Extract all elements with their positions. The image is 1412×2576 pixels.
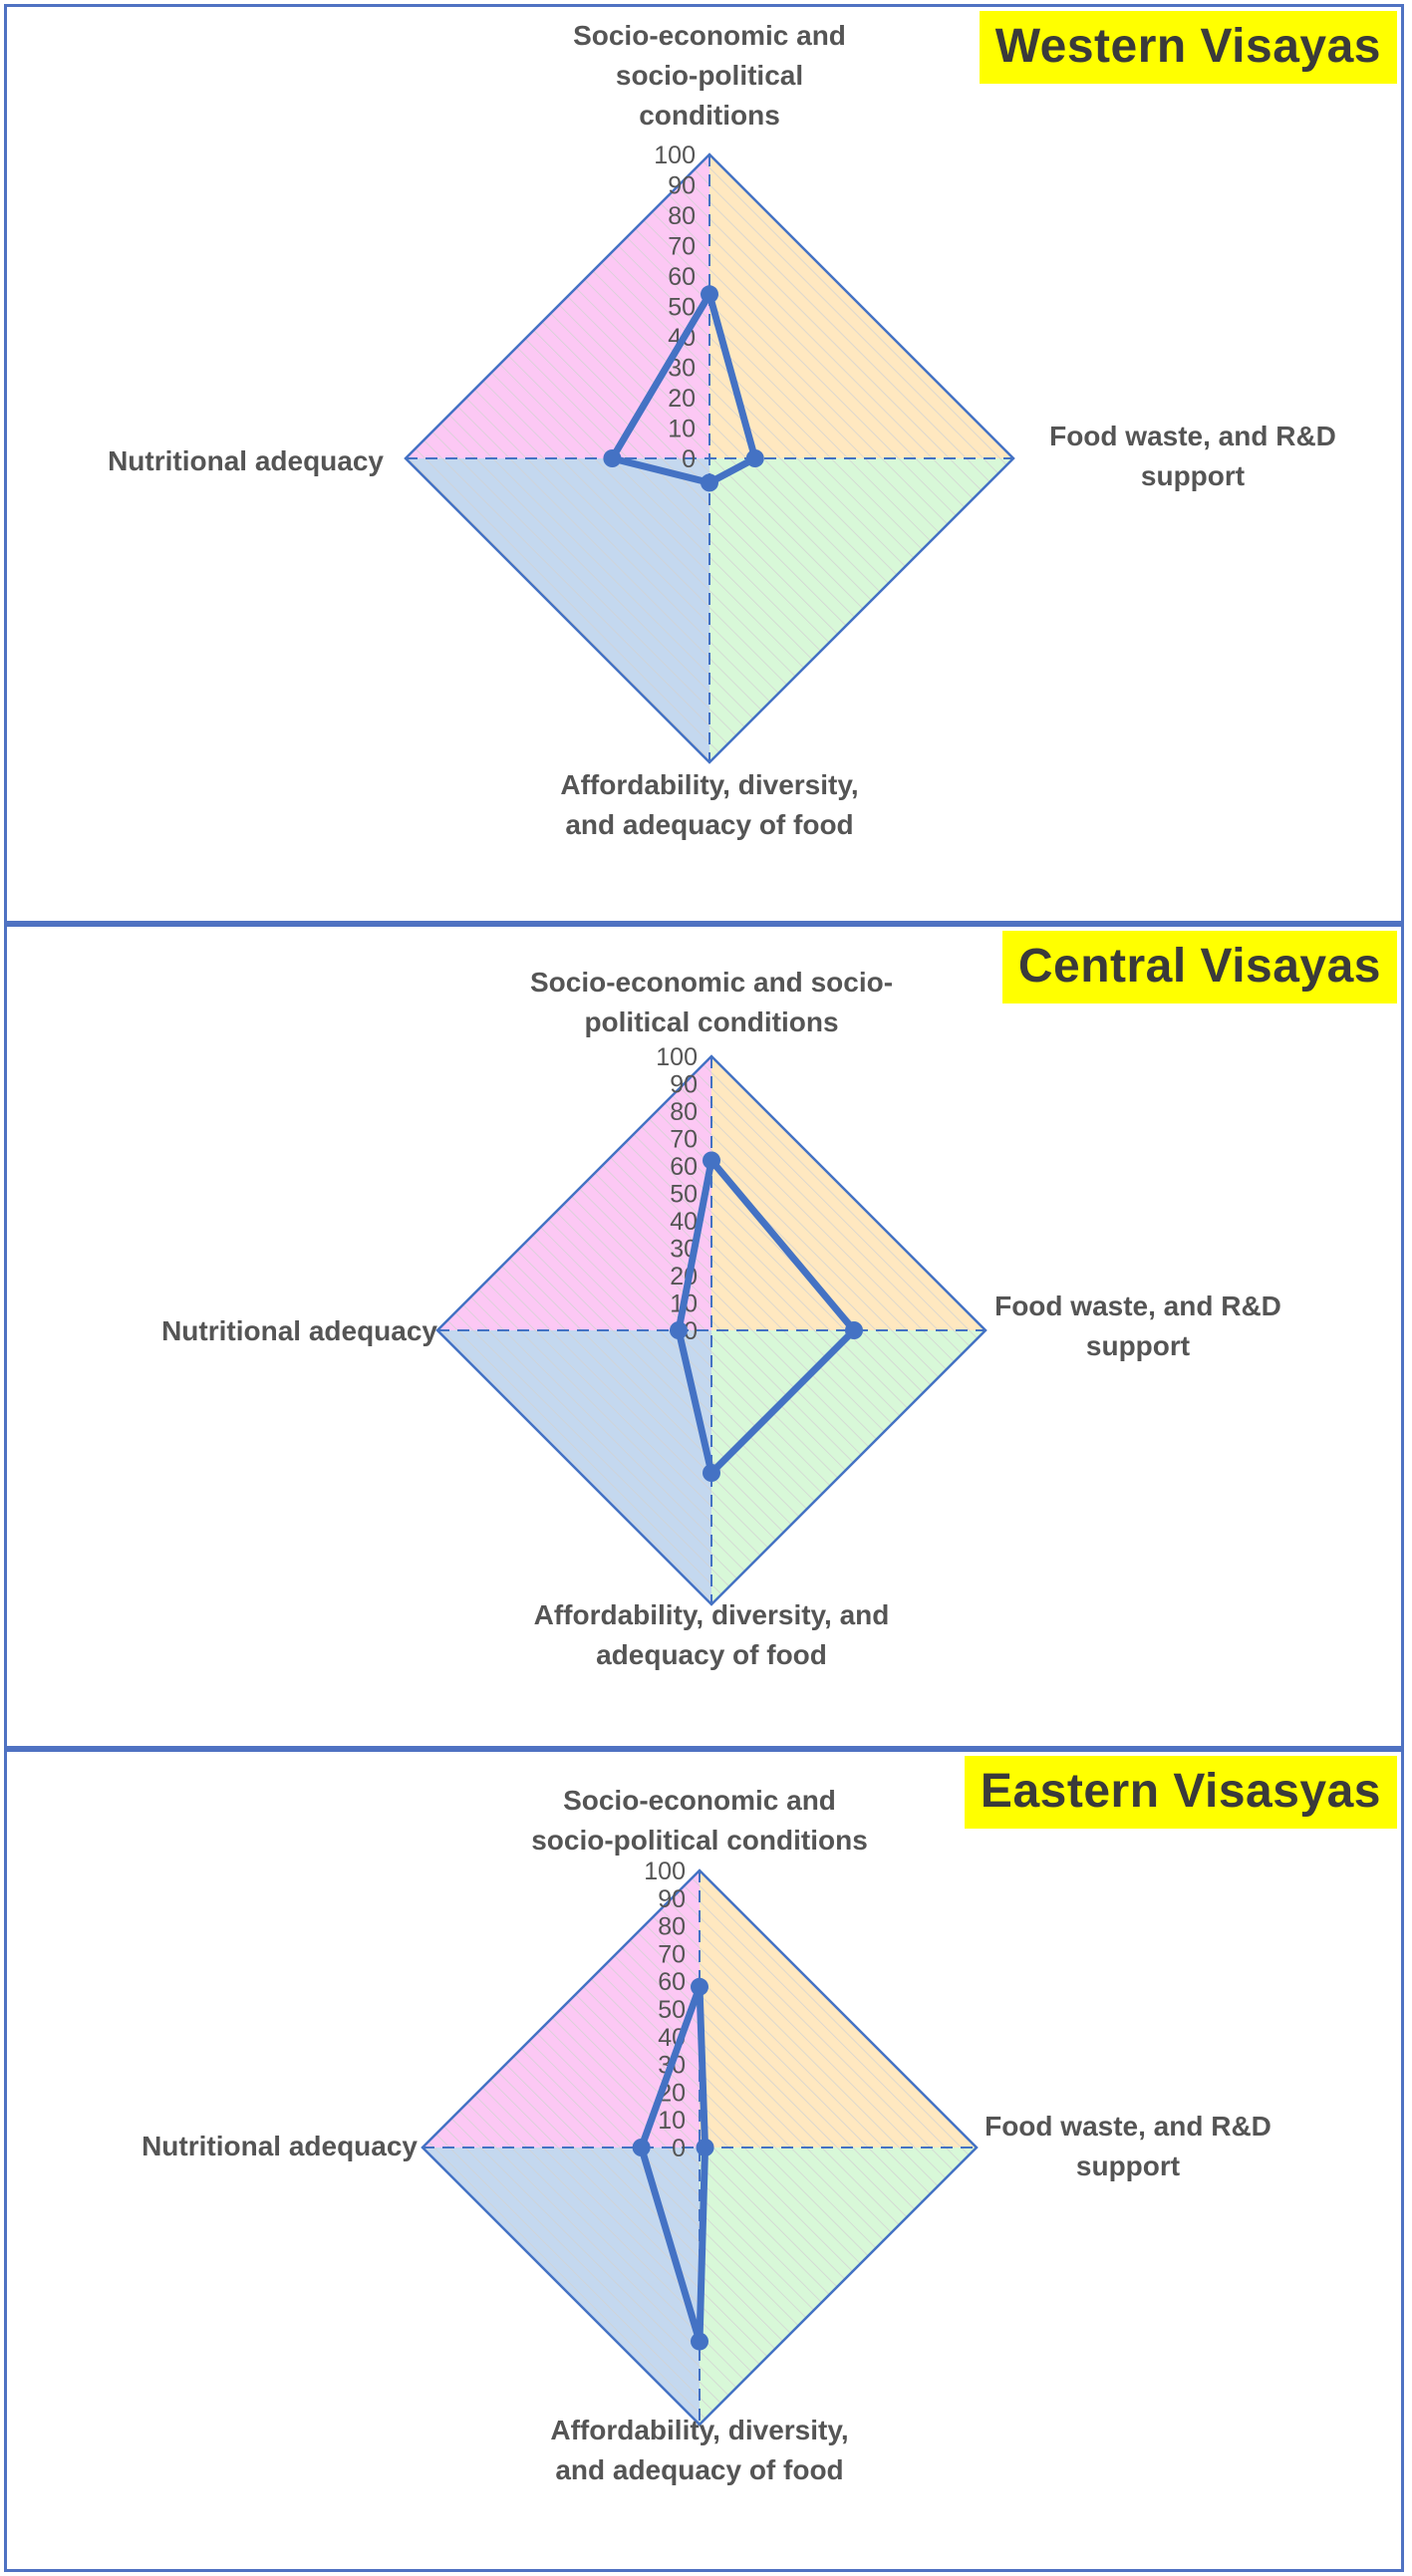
tick-label: 60 xyxy=(670,1153,698,1181)
tick-label: 40 xyxy=(670,1208,698,1236)
region-title: Western Visayas xyxy=(979,11,1397,84)
data-point xyxy=(691,1977,708,1996)
radar-outline xyxy=(421,1868,979,2427)
tick-label: 90 xyxy=(670,1071,698,1099)
tick-label: 70 xyxy=(658,1940,686,1968)
tick-label: 50 xyxy=(668,294,696,322)
axis-label: Nutritional adequacy xyxy=(161,1315,437,1346)
tick-label: 50 xyxy=(658,1996,686,2024)
axis-label: Nutritional adequacy xyxy=(141,2131,418,2161)
tick-label: 60 xyxy=(668,263,696,291)
tick-label: 70 xyxy=(668,233,696,261)
region-title: Central Visayas xyxy=(1001,931,1397,1003)
tick-label: 0 xyxy=(672,2135,686,2162)
data-point xyxy=(701,473,718,492)
tick-label: 90 xyxy=(658,1885,686,1913)
data-point xyxy=(632,2139,651,2156)
data-point xyxy=(670,1321,688,1339)
data-point xyxy=(703,1151,720,1170)
tick-label: 60 xyxy=(658,1968,686,1996)
data-point xyxy=(603,449,622,467)
data-point xyxy=(696,2139,714,2156)
data-point xyxy=(745,449,764,467)
region-title: Eastern Visasyas xyxy=(964,1756,1397,1829)
tick-label: 10 xyxy=(658,2107,686,2135)
tick-label: 70 xyxy=(670,1126,698,1154)
data-point xyxy=(845,1321,863,1339)
tick-label: 0 xyxy=(682,445,696,473)
tick-label: 100 xyxy=(644,1858,686,1885)
data-point xyxy=(703,1464,720,1482)
axis-label: Socio-economic and socio-political condi… xyxy=(530,967,893,1037)
axis-label: Affordability, diversity,and adequacy of… xyxy=(560,769,858,840)
tick-label: 10 xyxy=(668,416,696,443)
data-point xyxy=(701,285,718,304)
axis-label: Affordability, diversity,and adequacy of… xyxy=(550,2415,848,2485)
tick-label: 80 xyxy=(658,1913,686,1941)
axis-label: Nutritional adequacy xyxy=(108,445,384,476)
tick-label: 20 xyxy=(668,385,696,413)
tick-label: 80 xyxy=(670,1098,698,1126)
tick-label: 50 xyxy=(670,1181,698,1209)
tick-label: 80 xyxy=(668,202,696,230)
tick-label: 100 xyxy=(656,1043,698,1071)
tick-label: 100 xyxy=(654,142,696,169)
tick-label: 90 xyxy=(668,172,696,200)
data-point xyxy=(691,2332,708,2351)
tick-label: 0 xyxy=(684,1317,698,1345)
